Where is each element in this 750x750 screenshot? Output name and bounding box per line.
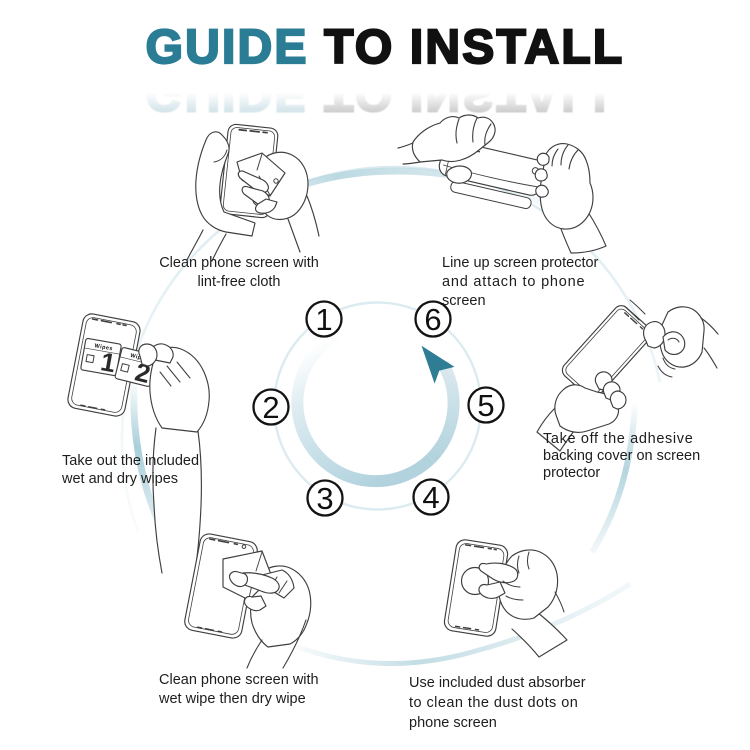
svg-text:Wipes: Wipes bbox=[94, 343, 113, 352]
svg-text:4: 4 bbox=[422, 480, 439, 515]
svg-text:1: 1 bbox=[98, 346, 117, 378]
svg-text:1: 1 bbox=[315, 302, 332, 337]
svg-text:2: 2 bbox=[262, 390, 279, 425]
svg-text:3: 3 bbox=[316, 481, 333, 516]
svg-text:Wipes: Wipes bbox=[129, 353, 149, 363]
svg-text:6: 6 bbox=[424, 302, 441, 337]
svg-text:5: 5 bbox=[477, 388, 494, 423]
